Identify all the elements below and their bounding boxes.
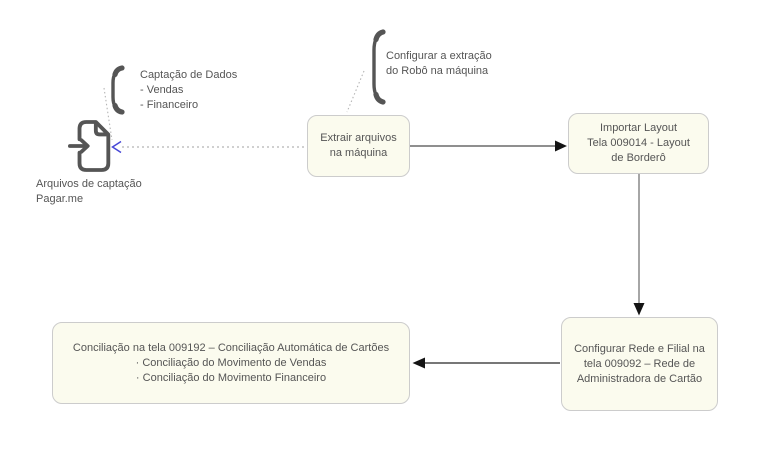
node-extrair-line1: Extrair arquivos: [320, 132, 397, 144]
node-conciliacao-line2: · Conciliação do Movimento de Vendas: [135, 356, 327, 369]
node-configurar-line2: tela 009092 – Rede de: [583, 357, 696, 370]
annotation-captacao-line2: - Vendas: [140, 84, 184, 96]
node-configurar-line1: Configurar Rede e Filial na: [574, 342, 705, 355]
node-configurar-line3: Administradora de Cartão: [576, 372, 703, 385]
node-conciliacao-line3: · Conciliação do Movimento Financeiro: [135, 371, 327, 384]
annotation-captacao-line1: Captação de Dados: [140, 69, 238, 81]
file-import-icon[interactable]: [68, 116, 116, 176]
node-importar-line2: Tela 009014 - Layout: [587, 137, 690, 149]
document-outline: [77, 120, 111, 172]
import-arrow-head: [79, 138, 90, 154]
brace-captacao-icon: [111, 65, 125, 115]
document-fold: [93, 122, 109, 137]
node-configurar-rede-filial[interactable]: Configurar Rede e Filial na tela 009092 …: [561, 317, 718, 411]
annotation-robo-line2: do Robô na máquina: [386, 65, 489, 77]
arrowhead-down-icon: [633, 303, 645, 316]
brace-robo-icon: [372, 29, 386, 105]
arrowhead-left-icon: [412, 357, 425, 369]
node-importar-layout[interactable]: Importar Layout Tela 009014 - Layout de …: [568, 113, 709, 174]
node-extrair-line2: na máquina: [329, 147, 388, 159]
source-label: Arquivos de captação Pagar.me: [36, 177, 142, 207]
node-importar-line3: de Borderô: [611, 152, 666, 164]
node-extrair-arquivos[interactable]: Extrair arquivos na máquina: [307, 115, 410, 177]
arrowhead-right-icon: [555, 140, 567, 152]
dotted-connector-robo-brace: [346, 70, 365, 113]
node-conciliacao-line1: Conciliação na tela 009192 – Conciliação…: [72, 341, 390, 354]
annotation-captacao-line3: - Financeiro: [140, 99, 199, 111]
annotation-captacao: Captação de Dados - Vendas - Financeiro: [140, 68, 237, 113]
annotation-robo: Configurar a extração do Robô na máquina: [386, 49, 492, 79]
node-importar-line1: Importar Layout: [599, 122, 678, 134]
source-label-line1: Arquivos de captação: [36, 178, 142, 190]
node-conciliacao[interactable]: Conciliação na tela 009192 – Conciliação…: [52, 322, 410, 404]
annotation-robo-line1: Configurar a extração: [386, 50, 492, 62]
source-label-line2: Pagar.me: [36, 193, 84, 205]
